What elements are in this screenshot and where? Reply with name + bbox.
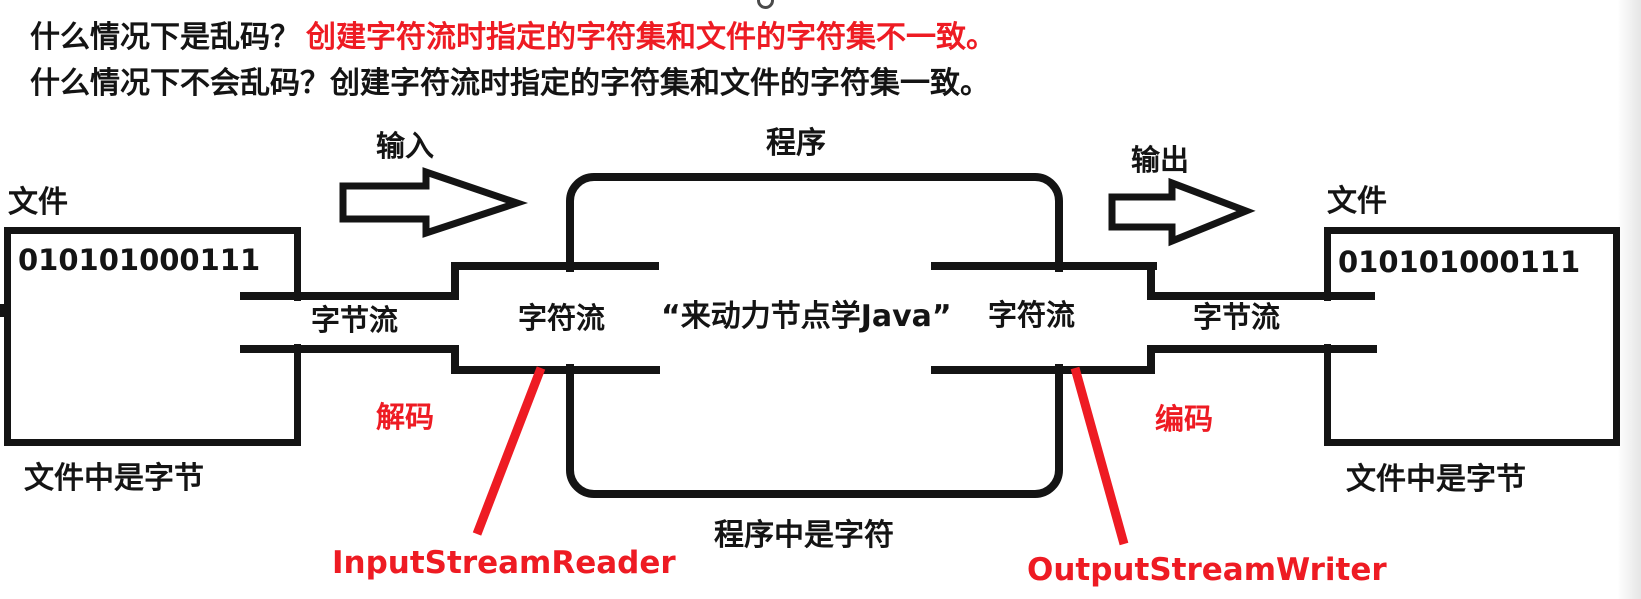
right-box-pipe-opening [1321, 301, 1334, 344]
header-question-garbled-black: 什么情况下是乱码？ [30, 20, 300, 55]
right-file-caption: 文件中是字节 [1346, 462, 1526, 497]
decode-label: 解码 [376, 400, 435, 434]
left-pipe-step-bottom [451, 345, 459, 374]
output-stream-writer-label: OutputStreamWriter [1027, 552, 1387, 588]
right-byte-stream-label: 字节流 [1193, 300, 1281, 334]
circle-mark [757, 0, 774, 9]
program-right-pipe-opening [1051, 272, 1067, 364]
encode-label: 编码 [1155, 402, 1214, 436]
right-char-stream-label: 字符流 [988, 298, 1076, 332]
right-char-pipe-bottom-line [931, 366, 1155, 374]
writer-pointer-line [1070, 366, 1129, 546]
output-arrow-icon [1108, 177, 1256, 247]
left-char-pipe-top-line [451, 262, 659, 270]
program-left-pipe-opening [562, 272, 578, 364]
header-question-garbled-red-answer: 创建字符流时指定的字符集和文件的字符集不一致。 [306, 20, 996, 55]
program-caption: 程序中是字符 [714, 518, 894, 553]
header-question-garbled: 什么情况下是乱码？创建字符流时指定的字符集和文件的字符集不一致。 [30, 12, 996, 56]
header-question-not-garbled: 什么情况下不会乱码？创建字符流时指定的字符集和文件的字符集一致。 [30, 66, 990, 101]
right-char-pipe-top-line [931, 262, 1157, 270]
right-byte-pipe-bottom-line [1150, 345, 1377, 353]
right-pipe-step-bottom [1147, 345, 1155, 374]
output-label: 输出 [1131, 143, 1190, 177]
left-pipe-step-top [451, 262, 459, 300]
left-byte-pipe-top-line [240, 292, 458, 300]
left-byte-stream-label: 字节流 [311, 303, 399, 337]
left-byte-pipe-bottom-line [240, 345, 458, 353]
input-arrow-icon [339, 167, 529, 238]
input-stream-reader-label: InputStreamReader [332, 545, 676, 581]
left-char-stream-label: 字符流 [518, 301, 606, 335]
program-quote-text: “来动力节点学Java” [661, 299, 952, 334]
left-edge-artifact [0, 304, 4, 317]
program-box [566, 173, 1063, 498]
left-char-pipe-bottom-line [451, 366, 660, 374]
right-byte-pipe-top-line [1147, 292, 1375, 300]
left-file-title: 文件 [8, 185, 68, 220]
left-file-box [4, 227, 301, 446]
left-box-pipe-opening [291, 301, 304, 344]
input-label: 输入 [376, 129, 435, 163]
right-file-binary: 010101000111 [1338, 245, 1581, 279]
right-edge-fade [1617, 0, 1641, 599]
right-file-title: 文件 [1327, 184, 1387, 219]
right-pipe-step-top [1147, 262, 1155, 300]
left-file-caption: 文件中是字节 [24, 461, 204, 496]
left-file-binary: 010101000111 [18, 243, 261, 277]
reader-pointer-line [472, 366, 546, 536]
program-title: 程序 [766, 126, 826, 161]
